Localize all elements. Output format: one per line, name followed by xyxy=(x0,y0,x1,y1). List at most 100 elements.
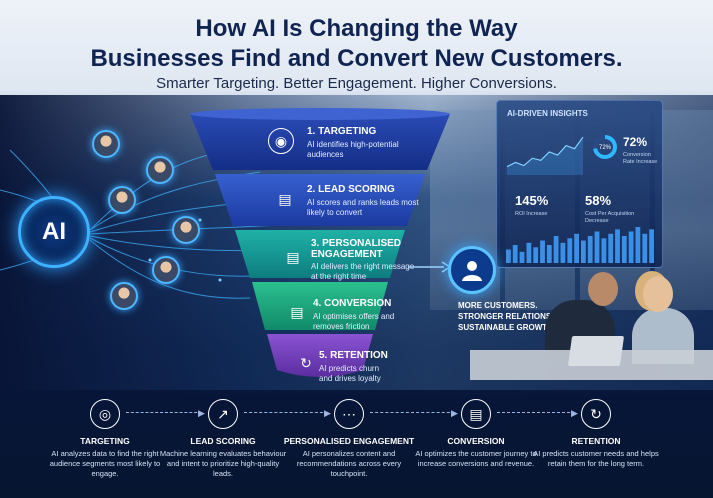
page-title: How AI Is Changing the Way Businesses Fi… xyxy=(0,14,713,74)
donut-label: 72% xyxy=(599,145,612,151)
donut-arc xyxy=(593,135,617,159)
cpa-value: 58% xyxy=(585,193,612,208)
bar xyxy=(594,231,600,263)
stage-title: 5. RETENTION xyxy=(319,350,388,361)
stage-desc: AI predicts churn and drives loyalty xyxy=(319,364,381,383)
bar xyxy=(581,240,586,263)
dashed-connector xyxy=(497,412,575,414)
insights-line-chart xyxy=(506,136,584,175)
bar xyxy=(553,236,559,263)
bar xyxy=(512,245,518,263)
ai-hub: AI xyxy=(18,196,90,268)
bar xyxy=(642,233,648,263)
dashed-connector xyxy=(370,412,455,414)
avatar xyxy=(152,256,180,284)
outcome-text: MORE CUSTOMERS. STRONGER RELATIONSHIPS. … xyxy=(458,300,572,333)
step-title: PERSONALISED ENGAGEMENT xyxy=(283,436,415,446)
roi-value: 145% xyxy=(515,193,549,208)
roi-label: ROI Increase xyxy=(515,211,548,217)
insights-bar-chart xyxy=(506,227,654,263)
conversion-value: 72% xyxy=(623,135,648,149)
outcome-line: STRONGER RELATIONSHIPS. xyxy=(458,312,573,321)
title-line-1: How AI Is Changing the Way xyxy=(195,15,518,42)
ai-hub-label: AI xyxy=(42,218,66,245)
stage-desc: AI optimises offers and removes friction xyxy=(313,312,395,331)
funnel-stage-5 xyxy=(267,334,373,377)
stage-desc: AI delivers the right message at the rig… xyxy=(311,262,415,281)
bar xyxy=(567,238,573,263)
businessman-head xyxy=(588,272,618,306)
laptop xyxy=(567,336,625,366)
avatar xyxy=(110,282,138,310)
stage-title: 2. LEAD SCORING xyxy=(307,184,395,195)
cycle-icon: ↻ xyxy=(581,399,611,429)
stage-desc: AI scores and ranks leads most likely to… xyxy=(307,198,419,217)
target-people-icon: ◉ xyxy=(268,128,294,154)
title-line-2: Businesses Find and Convert New Customer… xyxy=(90,45,623,72)
funnel-stage-3 xyxy=(235,230,405,278)
outcome-line: MORE CUSTOMERS. xyxy=(458,301,538,310)
stage-title: 1. TARGETING xyxy=(307,126,377,137)
bar xyxy=(519,251,525,263)
step-title: CONVERSION xyxy=(447,436,505,446)
cart-icon: ▤ xyxy=(290,303,304,320)
bar xyxy=(526,242,532,263)
funnel-stage-4 xyxy=(252,282,388,330)
bar-chart-icon: ▤ xyxy=(278,190,292,207)
speech-bubble-icon: ⋯ xyxy=(334,399,364,429)
bar xyxy=(621,236,627,263)
conversion-label: Conversion Rate Increase xyxy=(623,152,658,165)
step-title: LEAD SCORING xyxy=(190,436,256,446)
bar xyxy=(560,242,566,263)
shopping-cart-icon: ▤ xyxy=(461,399,491,429)
window-panel xyxy=(655,110,713,310)
growth-chart-icon: ↗ xyxy=(208,399,238,429)
donut-chart: 72% xyxy=(593,135,617,159)
insights-title: AI-DRIVEN INSIGHTS xyxy=(507,109,588,118)
bar xyxy=(635,227,641,263)
avatar xyxy=(108,186,136,214)
stage-desc: AI identifies high-potential audiences xyxy=(307,140,399,159)
bar xyxy=(608,233,614,263)
bar xyxy=(546,245,552,263)
businesswoman-head xyxy=(643,276,673,312)
arrow-icon: ▶ xyxy=(451,408,458,418)
bar xyxy=(601,238,607,263)
avatar xyxy=(172,216,200,244)
funnel-stage-1 xyxy=(190,114,450,170)
step-desc: Machine learning evaluates behaviour and… xyxy=(159,449,287,478)
step-desc: AI personalizes content and recommendati… xyxy=(296,449,402,478)
bar xyxy=(506,249,511,263)
funnel-stage-2 xyxy=(215,174,425,226)
avatar xyxy=(146,156,174,184)
arrow-icon: ▶ xyxy=(198,408,205,418)
step-title: RETENTION xyxy=(571,436,621,446)
step-desc: AI analyzes data to find the right audie… xyxy=(49,449,161,478)
arrow-right-icon xyxy=(408,261,452,273)
customer-icon xyxy=(448,246,496,294)
series-line xyxy=(506,136,584,168)
chat-icon: ▤ xyxy=(286,248,300,265)
refresh-icon: ↻ xyxy=(300,354,312,371)
bar xyxy=(533,247,539,263)
dashed-connector xyxy=(244,412,328,414)
funnel-rim xyxy=(190,108,450,120)
step-title: TARGETING xyxy=(80,436,130,446)
line-area xyxy=(507,137,583,175)
avatar xyxy=(92,130,120,158)
bar xyxy=(649,229,654,263)
arrow-icon: ▶ xyxy=(324,408,331,418)
bar xyxy=(574,233,579,263)
bar xyxy=(587,236,593,263)
step-desc: AI optimizes the customer journey to inc… xyxy=(415,449,537,468)
stage-title: 4. CONVERSION xyxy=(313,298,392,309)
bar xyxy=(540,240,545,263)
page-subtitle: Smarter Targeting. Better Engagement. Hi… xyxy=(156,75,557,92)
funnel-graphic xyxy=(190,108,450,377)
arrow-icon: ▶ xyxy=(571,408,578,418)
target-icon: ◎ xyxy=(90,399,120,429)
dashed-connector xyxy=(126,412,202,414)
cpa-label: Cost Per Acquisition Decrease xyxy=(585,211,635,224)
outcome-line: SUSTAINABLE GROWTH. xyxy=(458,323,556,332)
bar xyxy=(628,231,634,263)
